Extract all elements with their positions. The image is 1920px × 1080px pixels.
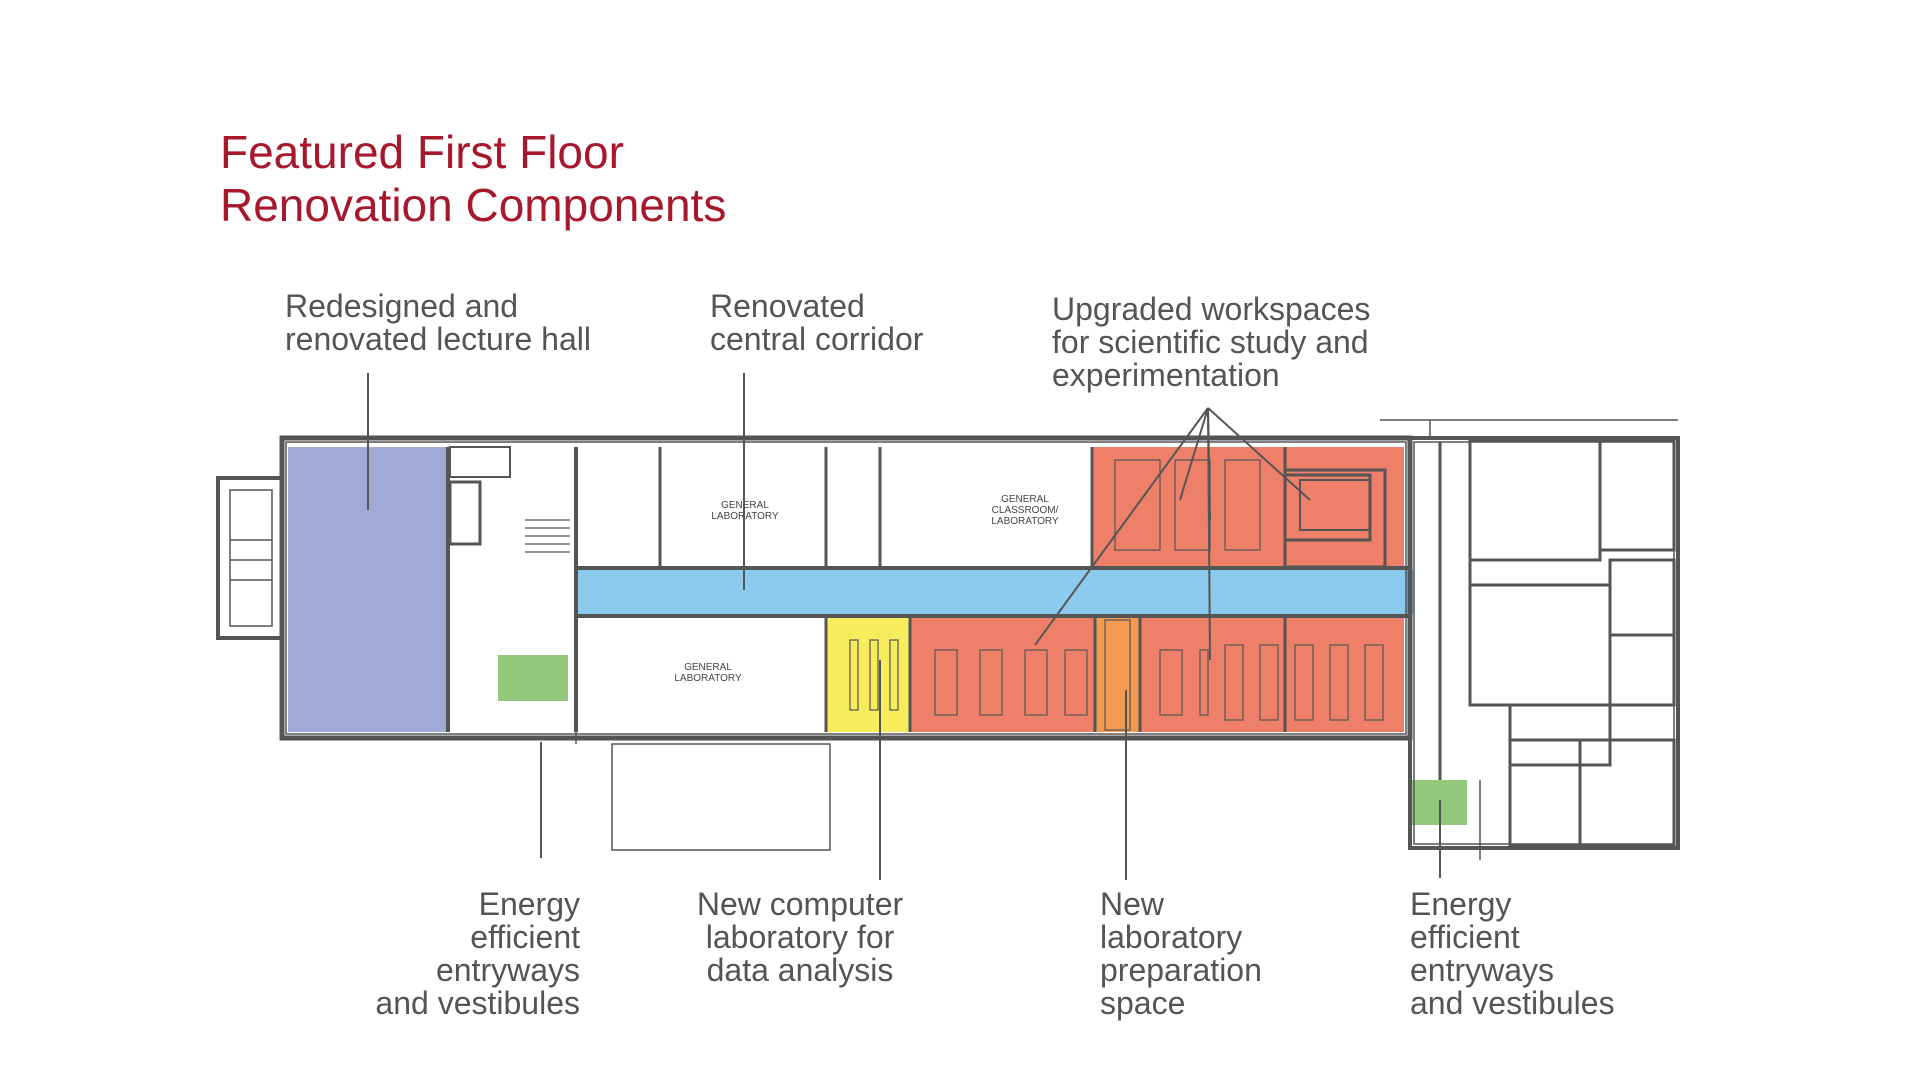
callout-entry-right-line-4: and vestibules bbox=[1410, 985, 1615, 1021]
room-label-classroom-2: CLASSROOM/ bbox=[992, 505, 1059, 516]
room-labels: GENERAL LABORATORY GENERAL CLASSROOM/ LA… bbox=[674, 494, 1059, 684]
vestibule-zone-left bbox=[498, 655, 568, 701]
callout-prep-space-line-1: New bbox=[1100, 886, 1165, 922]
callout-entry-right: Energy efficient entryways and vestibule… bbox=[1410, 888, 1615, 1020]
leader-lines bbox=[367, 373, 1441, 880]
room-label-classroom-3: LABORATORY bbox=[991, 516, 1059, 527]
callout-lecture-hall: Redesigned and renovated lecture hall bbox=[285, 290, 591, 356]
room-label-general-lab-top-2: LABORATORY bbox=[711, 511, 779, 522]
callout-workspaces: Upgraded workspaces for scientific study… bbox=[1052, 293, 1370, 392]
page-title: Featured First Floor Renovation Componen… bbox=[220, 126, 726, 232]
building-walls bbox=[216, 419, 1680, 860]
prep-space-zone bbox=[1095, 615, 1140, 732]
callout-lecture-hall-line-2: renovated lecture hall bbox=[285, 321, 591, 357]
callout-prep-space-line-2: laboratory bbox=[1100, 919, 1243, 955]
callout-entry-left-line-2: efficient bbox=[470, 919, 580, 955]
title-line-2: Renovation Components bbox=[220, 179, 727, 231]
workspace-zone-top bbox=[1092, 447, 1404, 569]
callout-entry-left-line-4: and vestibules bbox=[375, 985, 580, 1021]
callout-prep-space-line-4: space bbox=[1100, 985, 1186, 1021]
callout-computer-lab-line-3: data analysis bbox=[706, 952, 894, 988]
callout-entry-right-line-1: Energy bbox=[1410, 886, 1512, 922]
callout-computer-lab-line-1: New computer bbox=[696, 886, 904, 922]
callout-entry-right-line-3: entryways bbox=[1410, 952, 1555, 988]
callout-entry-left-line-1: Energy bbox=[478, 886, 580, 922]
callout-workspaces-line-3: experimentation bbox=[1052, 357, 1280, 393]
vestibule-zone-right bbox=[1410, 780, 1467, 825]
room-label-general-lab-bottom-1: GENERAL bbox=[684, 662, 732, 673]
callout-corridor: Renovated central corridor bbox=[710, 290, 923, 356]
workspace-zone-bottom-right bbox=[1140, 615, 1404, 732]
callout-prep-space-line-3: preparation bbox=[1100, 952, 1262, 988]
callout-workspaces-line-1: Upgraded workspaces bbox=[1052, 291, 1371, 327]
computer-lab-zone bbox=[826, 615, 910, 732]
title-line-1: Featured First Floor bbox=[220, 126, 624, 178]
callout-computer-lab-line-2: laboratory for bbox=[705, 919, 895, 955]
callout-prep-space: New laboratory preparation space bbox=[1100, 888, 1262, 1020]
room-label-general-lab-bottom-2: LABORATORY bbox=[674, 673, 742, 684]
callout-entry-left-line-3: entryways bbox=[435, 952, 580, 988]
callout-corridor-line-1: Renovated bbox=[710, 288, 865, 324]
room-label-general-lab-top-1: GENERAL bbox=[721, 500, 769, 511]
callout-entry-left: Energy efficient entryways and vestibule… bbox=[340, 888, 580, 1020]
callout-entry-right-line-2: efficient bbox=[1410, 919, 1520, 955]
corridor-zone bbox=[576, 570, 1414, 614]
stair-left bbox=[525, 519, 570, 553]
callout-corridor-line-2: central corridor bbox=[710, 321, 924, 357]
callout-computer-lab: New computer laboratory for data analysi… bbox=[680, 888, 920, 987]
callout-workspaces-line-2: for scientific study and bbox=[1052, 324, 1369, 360]
room-label-classroom-1: GENERAL bbox=[1001, 494, 1049, 505]
callout-lecture-hall-line-1: Redesigned and bbox=[285, 288, 519, 324]
